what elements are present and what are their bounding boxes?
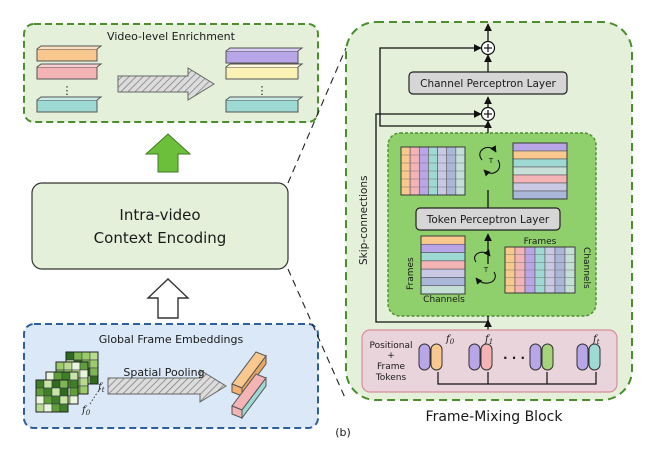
- enriched-stack-dots: ⋮: [257, 84, 268, 97]
- token-ellipsis: · · ·: [503, 351, 525, 365]
- token-pill-6: [576, 343, 589, 371]
- flow-arrows: [375, 23, 492, 330]
- residual-add-bottom: [480, 106, 496, 122]
- channels-label-right: Channels: [581, 247, 591, 289]
- pooled-vectors: [231, 351, 267, 420]
- token-pill-7: [588, 343, 601, 371]
- svg-text:T: T: [488, 157, 494, 165]
- feature-map-3: [35, 379, 69, 413]
- token-label-f0: f0: [445, 334, 455, 346]
- video-enrichment-panel: Video-level Enrichment ⋮ ⋮: [23, 23, 319, 123]
- global-embeddings-panel: Global Frame Embeddings ft f0 Spatial Po…: [23, 323, 319, 429]
- token-pill-4: [529, 343, 542, 371]
- token-pill-2: [468, 343, 481, 371]
- token-pill-5: [541, 343, 554, 371]
- positional-line3: Tokens: [375, 373, 407, 383]
- frame-dots: [89, 387, 102, 405]
- token-pill-3: [480, 343, 493, 371]
- matrix-top-left: [400, 146, 466, 196]
- transpose-top: T: [479, 145, 501, 177]
- f0-label: f0: [81, 405, 91, 417]
- skip-connections-label: Skip-connections: [358, 176, 370, 265]
- residual-add-top: [480, 40, 496, 56]
- transpose-bottom: T: [474, 249, 496, 285]
- context-encoding-box: Intra-video Context Encoding: [31, 182, 289, 270]
- input-up-arrow: [146, 278, 190, 319]
- channel-perceptron-layer: Channel Perceptron Layer: [408, 71, 568, 95]
- svg-text:Channel Perceptron Layer: Channel Perceptron Layer: [420, 78, 556, 90]
- svg-text:T: T: [483, 266, 489, 274]
- output-up-arrow: [144, 133, 192, 173]
- context-encoding-line2: Context Encoding: [94, 229, 227, 247]
- input-embeddings-stack: ⋮: [36, 45, 103, 113]
- positional-line2: Frame: [377, 362, 406, 372]
- video-enrichment-title: Video-level Enrichment: [107, 30, 236, 43]
- matrix-top-right: [512, 142, 568, 200]
- channels-label-bottom: Channels: [423, 295, 465, 305]
- svg-text:Token Perceptron Layer: Token Perceptron Layer: [426, 214, 550, 226]
- matrices: [400, 142, 576, 295]
- token-pill-1: [430, 343, 443, 371]
- pooling-label: Spatial Pooling: [123, 366, 204, 379]
- positional-plus: +: [387, 351, 395, 361]
- positional-line1: Positional: [369, 341, 412, 351]
- token-label-f1: f1: [484, 334, 493, 346]
- panel-label: (b): [335, 426, 351, 439]
- feature-maps: [35, 351, 99, 413]
- token-connector: [437, 372, 597, 385]
- token-perceptron-layer: Token Perceptron Layer: [415, 207, 561, 231]
- frame-mixing-caption: Frame-Mixing Block: [426, 409, 564, 425]
- frames-label-top: Frames: [524, 237, 557, 247]
- global-embeddings-title: Global Frame Embeddings: [99, 333, 244, 346]
- frame-tokens: [418, 343, 601, 371]
- zoom-line-top: [287, 47, 347, 184]
- pooling-arrow: [107, 369, 227, 403]
- token-pill-0: [418, 343, 431, 371]
- ft-label: ft: [97, 382, 105, 394]
- token-label-ft: ft: [592, 334, 600, 346]
- enriched-embeddings-stack: ⋮: [225, 47, 304, 113]
- enrichment-arrow: [117, 67, 215, 101]
- matrix-bottom-left: [420, 235, 466, 295]
- matrix-bottom-right: [504, 246, 576, 294]
- stack-dots: ⋮: [62, 84, 73, 97]
- context-encoding-line1: Intra-video: [119, 206, 200, 224]
- frames-label-left: Frames: [406, 257, 416, 290]
